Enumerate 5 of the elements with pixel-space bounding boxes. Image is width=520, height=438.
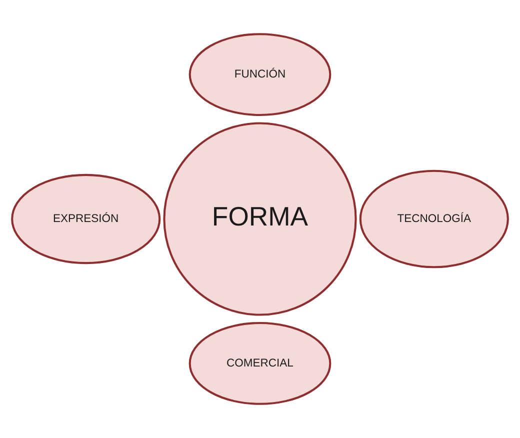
node-ellipse: TECNOLOGÍA — [359, 170, 509, 268]
node-ellipse: COMERCIAL — [188, 322, 332, 405]
node-circle: FORMA — [163, 122, 357, 316]
node-ellipse: FUNCIÓN — [188, 33, 332, 116]
node-ellipse: EXPRESIÓN — [11, 174, 161, 264]
